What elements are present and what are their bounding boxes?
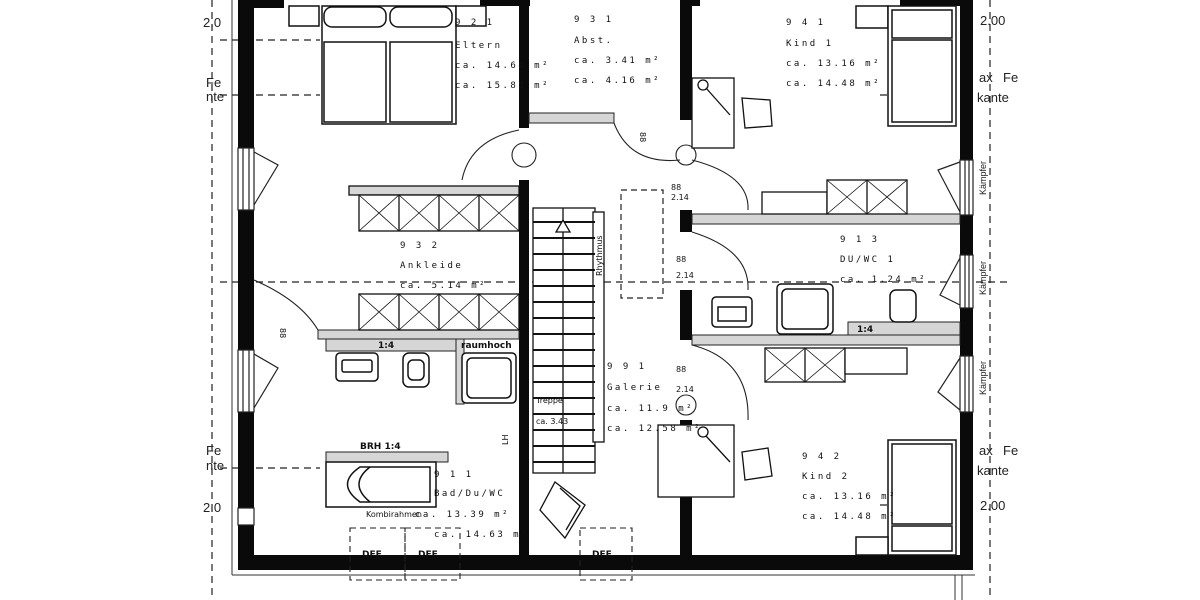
bathroom-fixtures <box>325 352 517 508</box>
svg-text:ca. 15.88 m²: ca. 15.88 m² <box>455 81 550 91</box>
svg-text:2.14: 2.14 <box>676 271 694 280</box>
svg-text:Kombirahmen: Kombirahmen <box>366 510 422 519</box>
svg-text:9 1 3: 9 1 3 <box>840 235 880 245</box>
svg-text:2.0: 2.0 <box>203 15 221 30</box>
svg-text:Kind 2: Kind 2 <box>802 472 850 482</box>
svg-text:nte: nte <box>206 89 224 104</box>
svg-text:88: 88 <box>671 183 681 192</box>
room-label-kind2: 9 4 2 Kind 2 ca. 13.16 m² ca. 14.48 m² <box>802 452 897 522</box>
svg-text:ca. 13.16 m²: ca. 13.16 m² <box>802 492 897 502</box>
svg-text:88: 88 <box>676 255 686 264</box>
desk-kind2 <box>657 424 773 498</box>
svg-text:Galerie: Galerie <box>607 383 662 393</box>
svg-text:ca. 5.14 m²: ca. 5.14 m² <box>400 281 487 291</box>
svg-text:kante: kante <box>977 463 1009 478</box>
svg-text:9 3 1: 9 3 1 <box>574 15 614 25</box>
svg-text:DFF: DFF <box>362 550 382 560</box>
svg-text:kante: kante <box>977 90 1009 105</box>
svg-text:ca. 13.16 m²: ca. 13.16 m² <box>786 59 881 69</box>
svg-text:9 3 2: 9 3 2 <box>400 241 440 251</box>
roof-windows <box>349 527 633 581</box>
room-label-abst: 9 3 1 Abst. ca. 3.41 m² ca. 4.16 m² <box>574 15 661 86</box>
left-windows <box>237 147 279 526</box>
svg-text:ax: ax <box>979 70 993 85</box>
svg-text:ca. 3.41 m²: ca. 3.41 m² <box>574 56 661 66</box>
bed-kind1 <box>855 5 957 127</box>
svg-text:ca. 4.16 m²: ca. 4.16 m² <box>574 76 661 86</box>
svg-text:Fe: Fe <box>206 75 221 90</box>
svg-text:raumhoch: raumhoch <box>461 341 512 351</box>
room-label-bad: 9 1 1 Bad/Du/WC ca. 13.39 m² ca. 14.63 m… <box>415 470 529 540</box>
svg-text:Treppe: Treppe <box>535 396 563 405</box>
room-label-ankleide: 9 3 2 Ankleide ca. 5.14 m² <box>400 241 487 291</box>
exterior-walls <box>238 0 973 570</box>
svg-text:LH: LH <box>501 435 510 445</box>
svg-text:ax: ax <box>979 443 993 458</box>
svg-text:1:4: 1:4 <box>378 341 394 351</box>
room-label-duwc1: 9 1 3 DU/WC 1 ca. 1.24 m² <box>840 235 927 285</box>
partition-walls <box>317 112 961 463</box>
room-label-eltern: 9 2 1 Eltern ca. 14.64 m² ca. 15.88 m² <box>455 18 550 91</box>
svg-text:Fe: Fe <box>1003 70 1018 85</box>
svg-text:ca. 12.58 m²: ca. 12.58 m² <box>607 424 702 434</box>
svg-text:ca. 13.39 m²: ca. 13.39 m² <box>415 510 510 520</box>
svg-text:Fe: Fe <box>206 443 221 458</box>
svg-text:Rhythmus: Rhythmus <box>595 235 604 276</box>
staircase <box>532 207 605 474</box>
annotations: 1:4 raumhoch 1:4 BRH 1:4 Kombirahmen Tre… <box>278 132 988 560</box>
svg-text:2.14: 2.14 <box>676 385 694 394</box>
svg-text:2.00: 2.00 <box>980 498 1005 513</box>
svg-text:DU/WC 1: DU/WC 1 <box>840 255 895 265</box>
wardrobes-ankleide <box>348 185 520 331</box>
svg-text:Ankleide: Ankleide <box>400 261 463 271</box>
right-margin-labels: 2.00 ax Fe kante ax Fe kante 2.00 <box>977 13 1018 513</box>
svg-text:1:4: 1:4 <box>857 325 873 335</box>
svg-text:88: 88 <box>676 365 686 374</box>
svg-text:Eltern: Eltern <box>455 41 503 51</box>
outer-frame <box>231 0 975 600</box>
svg-text:Kämpfer: Kämpfer <box>978 261 988 295</box>
attic-hatch <box>620 189 664 299</box>
svg-text:2.14: 2.14 <box>671 193 689 202</box>
room-label-kind1: 9 4 1 Kind 1 ca. 13.16 m² ca. 14.48 m² <box>786 18 881 89</box>
svg-text:Fe: Fe <box>1003 443 1018 458</box>
svg-text:ca. 14.48 m²: ca. 14.48 m² <box>786 79 881 89</box>
svg-text:DFF: DFF <box>592 550 612 560</box>
svg-text:2.0: 2.0 <box>203 500 221 515</box>
svg-text:88: 88 <box>278 328 287 338</box>
svg-text:Kämpfer: Kämpfer <box>978 361 988 395</box>
svg-text:9 4 1: 9 4 1 <box>786 18 826 28</box>
svg-text:ca. 14.63 m²: ca. 14.63 m² <box>434 530 529 540</box>
svg-text:88: 88 <box>638 132 647 142</box>
svg-text:nte: nte <box>206 458 224 473</box>
svg-text:Kämpfer: Kämpfer <box>978 161 988 195</box>
left-margin-labels: 2.0 Fe nte Fe nte 2.0 <box>203 15 224 515</box>
bed-kind2 <box>855 439 957 556</box>
svg-text:2.00: 2.00 <box>980 13 1005 28</box>
svg-text:ca. 14.64 m²: ca. 14.64 m² <box>455 61 550 71</box>
svg-text:ca. 14.48 m²: ca. 14.48 m² <box>802 512 897 522</box>
svg-text:9 2 1: 9 2 1 <box>455 18 495 28</box>
svg-text:9 9 1: 9 9 1 <box>607 362 647 372</box>
svg-text:Abst.: Abst. <box>574 36 614 46</box>
svg-text:9 4 2: 9 4 2 <box>802 452 842 462</box>
svg-text:ca. 11.9 m²: ca. 11.9 m² <box>607 404 694 414</box>
double-bed <box>288 5 487 125</box>
svg-text:ca. 1.24 m²: ca. 1.24 m² <box>840 275 927 285</box>
door-swings <box>253 122 749 421</box>
wardrobe-kind1 <box>761 179 908 215</box>
svg-text:DFF: DFF <box>418 550 438 560</box>
wardrobe-kind2 <box>764 347 908 383</box>
svg-text:ca. 3.43: ca. 3.43 <box>536 417 568 426</box>
armchair-galerie <box>539 481 586 540</box>
shower-wc-fixtures <box>711 283 917 335</box>
svg-text:9 1 1: 9 1 1 <box>434 470 474 480</box>
svg-text:Bad/Du/WC: Bad/Du/WC <box>434 489 505 499</box>
svg-text:BRH 1:4: BRH 1:4 <box>360 442 401 452</box>
right-windows <box>937 159 974 413</box>
svg-text:Kind 1: Kind 1 <box>786 39 834 49</box>
desk-kind1 <box>691 77 773 149</box>
room-label-galerie: 9 9 1 Galerie ca. 11.9 m² ca. 12.58 m² <box>607 362 702 434</box>
